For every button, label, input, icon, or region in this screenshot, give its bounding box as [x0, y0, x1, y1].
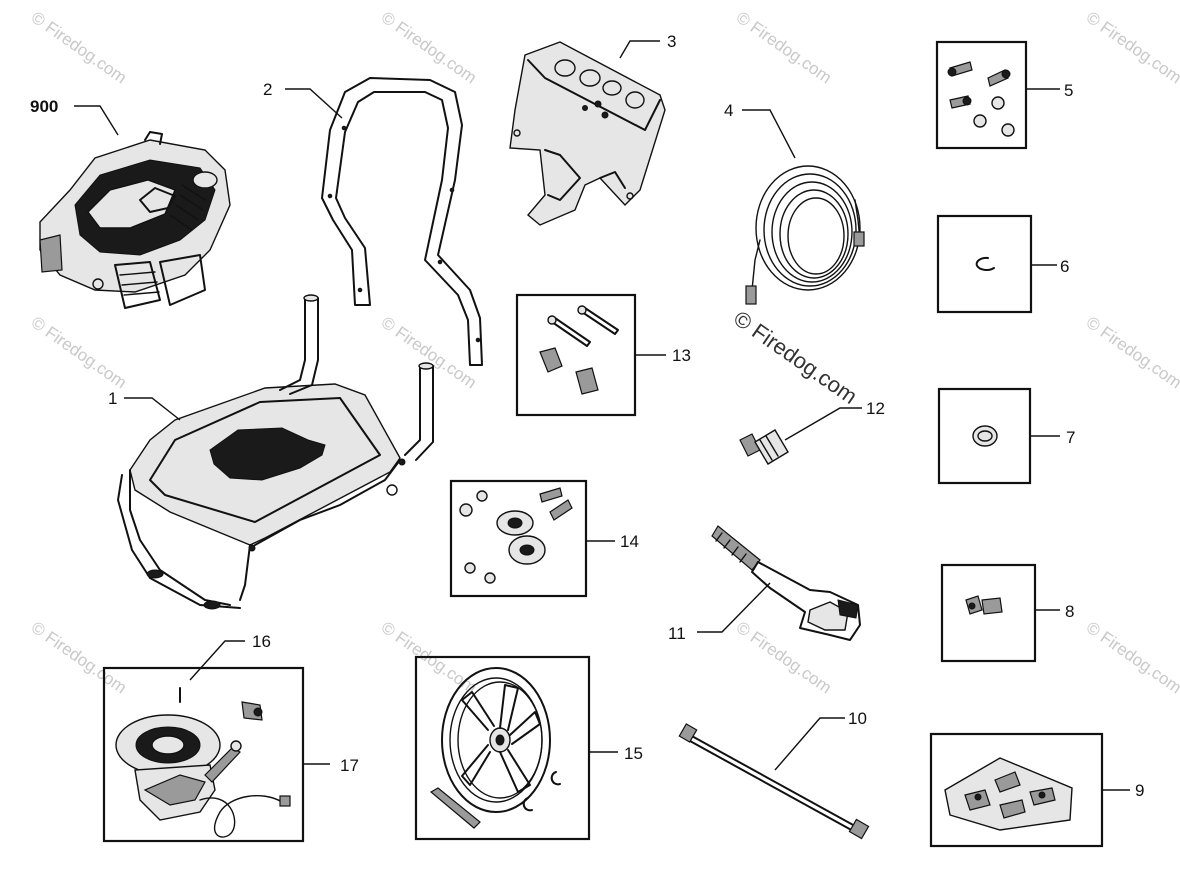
leader-line [285, 88, 343, 119]
leader-line [697, 582, 771, 633]
adapter-part [739, 429, 789, 465]
handle-part [321, 77, 483, 366]
leader-line [189, 640, 245, 681]
leader-line [619, 40, 660, 59]
oring-part [972, 425, 998, 447]
callout-engine: 900 [30, 97, 58, 116]
elbow-part [965, 595, 1003, 615]
watermark: © Firedog.com [28, 8, 130, 88]
callout-elbow: 8 [1065, 602, 1074, 621]
engine-part [39, 131, 231, 309]
wheel-kit-parts [429, 667, 561, 829]
pump-kit-box [102, 666, 305, 843]
watermark: © Firedog.com [28, 313, 130, 393]
wheel-kit-box [414, 655, 591, 841]
leader-line [742, 109, 796, 159]
callout-bracket: 3 [667, 32, 676, 51]
watermark: © Firedog.com [378, 313, 480, 393]
hose-part [745, 165, 865, 305]
wheel-hardware-parts [459, 487, 573, 584]
callout-clip: 6 [1060, 257, 1069, 276]
watermark: © Firedog.com [378, 8, 480, 88]
watermark-center: © Firedog.com [729, 306, 862, 409]
callout-gun: 11 [668, 624, 686, 643]
callout-adapter: 12 [866, 399, 885, 418]
callout-bolt-kit: 5 [1064, 81, 1073, 100]
callout-oring: 7 [1066, 428, 1075, 447]
leader-line [784, 407, 862, 441]
bracket-part [509, 41, 666, 226]
pump-kit-parts [115, 687, 291, 838]
bolt-kit-box [935, 40, 1028, 150]
gun-part [711, 525, 861, 641]
callout-handle: 2 [263, 80, 272, 99]
callout-frame: 1 [108, 389, 117, 408]
elbow-box [940, 563, 1037, 663]
watermark: © Firedog.com [733, 8, 835, 88]
leader-line [124, 397, 181, 421]
clip-part [975, 256, 995, 271]
callout-lance: 10 [848, 709, 867, 728]
watermark: © Firedog.com [1083, 8, 1180, 88]
callout-handle-hardware: 13 [672, 346, 691, 365]
lance-part [678, 723, 870, 840]
watermark: © Firedog.com [1083, 313, 1180, 393]
frame-part [117, 294, 434, 610]
callout-pump-kit: 17 [340, 756, 359, 775]
leader-line [774, 717, 845, 771]
watermark: © Firedog.com [1083, 618, 1180, 698]
clip-box [936, 214, 1033, 314]
handle-hardware-box [515, 293, 637, 417]
wheel-hardware-box [449, 479, 588, 598]
handle-hardware-parts [539, 305, 619, 395]
callout-nozzle-kit: 9 [1135, 781, 1144, 800]
watermark: © Firedog.com [28, 618, 130, 698]
callout-wheel-kit: 15 [624, 744, 643, 763]
callout-wheel-hardware: 14 [620, 532, 639, 551]
watermark: © Firedog.com [733, 618, 835, 698]
nozzle-kit-parts [944, 757, 1073, 831]
callout-hose: 4 [724, 101, 733, 120]
leader-line [74, 105, 119, 136]
bolt-kit-parts [947, 61, 1015, 137]
callout-pump-label: 16 [252, 632, 271, 651]
